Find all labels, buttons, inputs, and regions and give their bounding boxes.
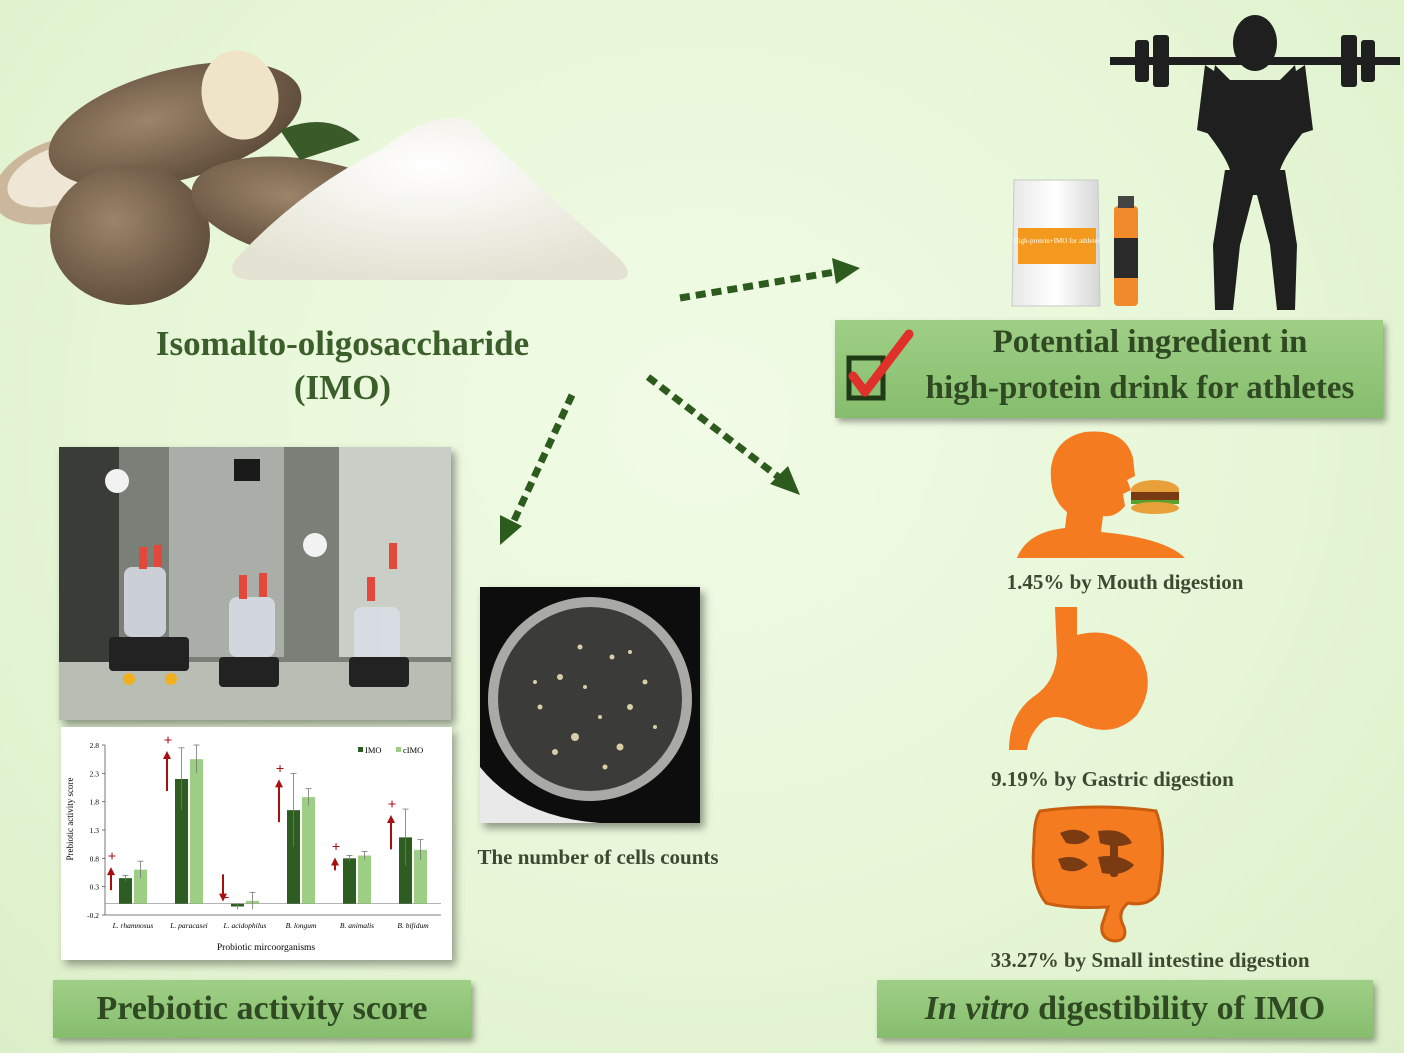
direction-arrowhead [107, 867, 115, 876]
mouth-digestion-label: 1.45% by Mouth digestion [1006, 570, 1244, 594]
small-intestine-icon [1031, 805, 1164, 943]
direction-arrowhead [163, 751, 171, 759]
y-tick-label: 1.8 [90, 798, 100, 807]
intestine-digestion-label: 33.27% by Small intestine digestion [990, 948, 1310, 972]
arrowhead-digestion [770, 466, 800, 495]
x-tick-label: B. longum [286, 921, 317, 930]
direction-arrowhead [219, 893, 227, 902]
arrow-to-athlete [679, 268, 836, 302]
sign-label: + [332, 840, 341, 856]
arrow-to-digestion [645, 374, 788, 485]
sign-label: + [388, 797, 397, 813]
bar-imo-0 [119, 878, 132, 904]
bar-cimo-3 [302, 797, 315, 904]
arrow-to-prebiotic [508, 393, 576, 527]
bar-imo-1 [175, 779, 188, 904]
prebiotic-chart: 2.8 2.3 1.8 1.3 0.8 0.3 -0.2 L. rhamnosus + L. p… [65, 733, 441, 953]
bar-imo-3 [287, 810, 300, 904]
imo-title-line2: (IMO) [293, 368, 392, 407]
y-tick-label: 2.3 [90, 769, 100, 778]
sign-label: + [164, 733, 173, 749]
legend-cimo: cIMO [403, 745, 423, 755]
cassava-powder-illustration [0, 50, 628, 305]
y-tick-label: 0.8 [90, 854, 100, 863]
x-tick-label: B. animalis [340, 921, 374, 930]
cells-count-caption: The number of cells counts [477, 845, 719, 869]
prebiotic-banner: Prebiotic activity score [53, 980, 471, 1038]
y-tick-label: 1.3 [90, 826, 100, 835]
bar-cimo-4 [358, 855, 371, 904]
sign-label: + [276, 761, 285, 777]
arrowhead-prebiotic [500, 515, 522, 545]
x-tick-label: L. acidophilus [223, 921, 267, 930]
imo-title: Isomalto-oligosaccharide (IMO) [120, 322, 565, 410]
bioreactor-photo [59, 447, 451, 720]
athlete-silhouette [1110, 15, 1400, 310]
direction-arrowhead [387, 815, 395, 824]
bar-cimo-1 [190, 759, 203, 904]
mouth-eating-icon [1017, 431, 1185, 558]
checkbox-check-icon [846, 329, 914, 401]
y-tick-label: 2.8 [90, 741, 100, 750]
imo-title-line1: Isomalto-oligosaccharide [155, 324, 530, 363]
bar-imo-4 [343, 858, 356, 904]
athlete-banner: Potential ingredient in high-protein dri… [835, 320, 1383, 418]
bag-label: High-protein+IMO for athletes [1014, 237, 1101, 245]
athlete-banner-line1: Potential ingredient in [992, 324, 1308, 360]
digestibility-banner-rest: digestibility of IMO [1029, 990, 1326, 1027]
y-tick-label: 0.3 [90, 883, 100, 892]
x-axis-label: Probiotic mircoorganisms [217, 943, 316, 953]
bar-cimo-0 [134, 869, 147, 904]
stomach-icon [1009, 607, 1148, 750]
direction-arrowhead [331, 857, 339, 866]
sign-label: + [108, 849, 117, 865]
digestibility-banner: In vitro digestibility of IMO [877, 980, 1373, 1038]
protein-bag-and-bottle: High-protein+IMO for athletes [1011, 179, 1138, 307]
athlete-banner-line2: high-protein drink for athletes [925, 370, 1355, 406]
gastric-digestion-label: 9.19% by Gastric digestion [991, 767, 1234, 791]
y-axis-label: Prebiotic activity score [65, 778, 75, 861]
arrowhead-athlete [832, 258, 860, 284]
x-tick-label: B. bifidum [397, 921, 429, 930]
prebiotic-chart-panel: 2.8 2.3 1.8 1.3 0.8 0.3 -0.2 L. rhamnosus + L. p… [61, 727, 452, 960]
digestibility-banner-italic: In vitro [924, 990, 1030, 1027]
chart-legend: IMO cIMO [358, 745, 423, 755]
petri-dish-photo [480, 587, 700, 823]
y-tick-label: -0.2 [87, 911, 99, 920]
legend-imo: IMO [365, 745, 382, 755]
bar-imo-5 [399, 837, 412, 904]
x-tick-label: L. paracasei [169, 921, 208, 930]
x-tick-label: L. rhamnosus [112, 921, 154, 930]
bar-cimo-5 [414, 849, 427, 904]
sign-label: − [221, 891, 230, 907]
direction-arrowhead [275, 779, 283, 788]
